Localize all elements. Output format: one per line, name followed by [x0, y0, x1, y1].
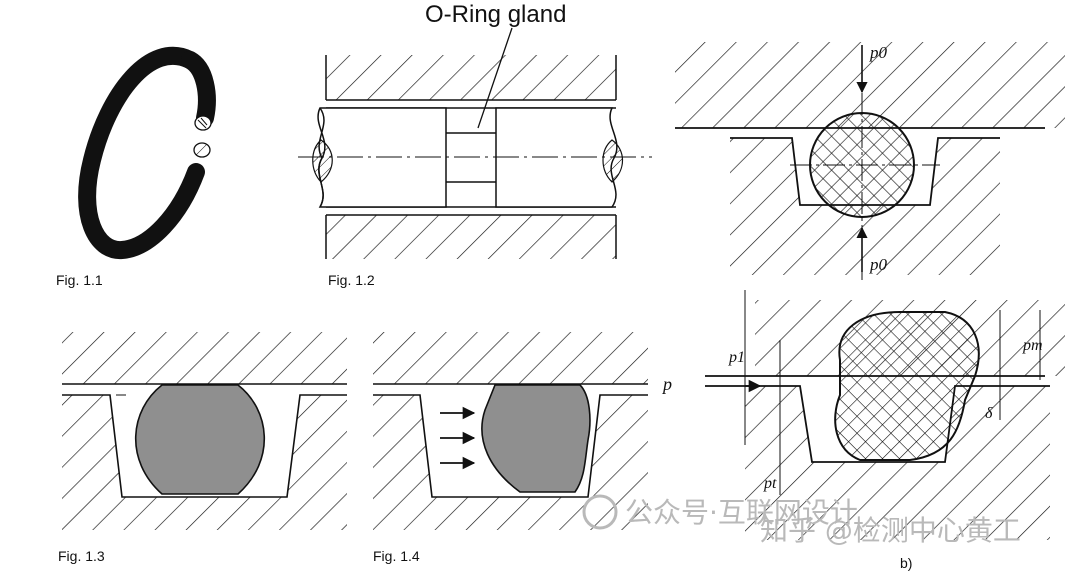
fig-1-1: Fig. 1.1	[56, 46, 216, 288]
label-p0-bottom: p0	[869, 255, 888, 274]
fig-1-4-groove-housing	[373, 395, 648, 530]
label-pt: pt	[763, 475, 777, 492]
fig-1-4-caption: Fig. 1.4	[373, 548, 420, 564]
label-pm: pm	[1022, 337, 1043, 354]
label-p: p	[661, 374, 672, 394]
fig-1-3-upper-housing	[62, 332, 347, 384]
o-ring-drawing	[78, 46, 205, 259]
pressure-arrows	[440, 406, 476, 470]
fig-1-4-o-ring	[481, 384, 591, 493]
label-p1: p1	[728, 349, 745, 366]
watermark-zhihu: 知乎 @检测中心黄工	[760, 514, 1021, 547]
fig-b-caption: b)	[900, 555, 912, 571]
fig-1-3: Fig. 1.3	[58, 332, 347, 564]
fig-b-deformed-o-ring	[834, 311, 980, 461]
label-delta: δ	[985, 405, 993, 422]
lower-housing	[326, 215, 616, 259]
fig-a-pressure: p0 p0	[675, 42, 1065, 280]
o-ring-section-detail	[193, 142, 211, 158]
upper-housing	[326, 55, 616, 100]
fig-1-2-caption: Fig. 1.2	[328, 272, 375, 288]
wechat-icon	[582, 494, 618, 530]
fig-b-groove-housing	[745, 386, 1050, 540]
watermark-account: 公众号·互联网设计	[625, 496, 858, 529]
fig-1-3-o-ring	[134, 384, 266, 495]
label-p0-top: p0	[869, 43, 888, 62]
fig-1-4-upper-housing	[373, 332, 648, 384]
fig-1-1-caption: Fig. 1.1	[56, 272, 103, 288]
fig-1-3-caption: Fig. 1.3	[58, 548, 105, 564]
fig-1-2: O-Ring gland Fig. 1.2	[298, 1, 652, 288]
fig-b-pressure: p p1 pm pt δ b)	[661, 290, 1065, 571]
o-ring-cross-section	[194, 115, 212, 131]
watermark-overlay: 公众号·互联网设计 知乎 @检测中心黄工	[582, 494, 1021, 547]
o-ring-gland-label: O-Ring gland	[425, 1, 566, 28]
fig-1-3-groove-housing	[62, 395, 347, 530]
fig-1-4: Fig. 1.4	[373, 332, 648, 564]
